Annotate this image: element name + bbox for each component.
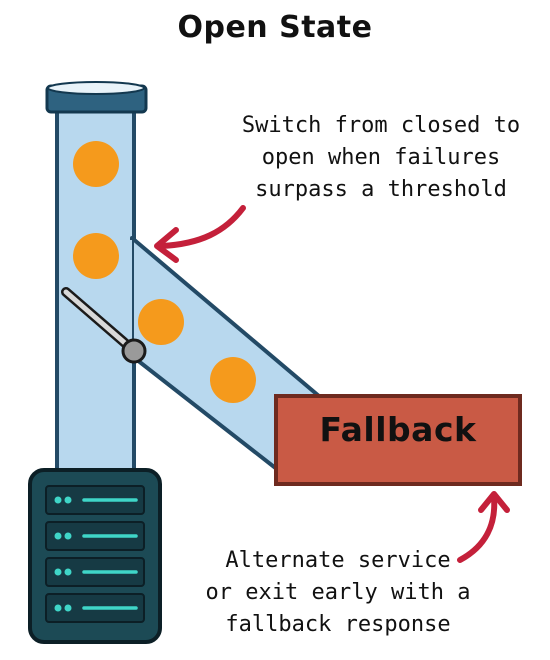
fallback-box <box>274 394 522 486</box>
ball <box>73 233 119 279</box>
annotation-line: fallback response <box>225 612 451 637</box>
ball <box>73 141 119 187</box>
annotation-line: surpass a threshold <box>255 177 507 202</box>
fallback-label: Fallback <box>319 410 477 449</box>
annotation-line: open when failures <box>261 145 501 170</box>
annotation-line: Switch from closed to <box>241 113 521 138</box>
switch-lever-icon <box>61 287 147 364</box>
server-rack-icon <box>28 468 162 644</box>
annotation-open-switch: Switch from closed to open when failures… <box>222 110 540 206</box>
pipe-cap-top <box>47 81 145 95</box>
curved-arrow-icon <box>457 491 510 563</box>
diagram-title: Open State <box>177 10 373 45</box>
curved-arrow-icon <box>154 205 246 263</box>
ball <box>210 357 256 403</box>
ball <box>138 299 184 345</box>
annotation-line: Alternate service <box>225 548 451 573</box>
annotation-line: or exit early with a <box>205 580 471 605</box>
annotation-fallback: Alternate service or exit early with a f… <box>188 545 488 641</box>
